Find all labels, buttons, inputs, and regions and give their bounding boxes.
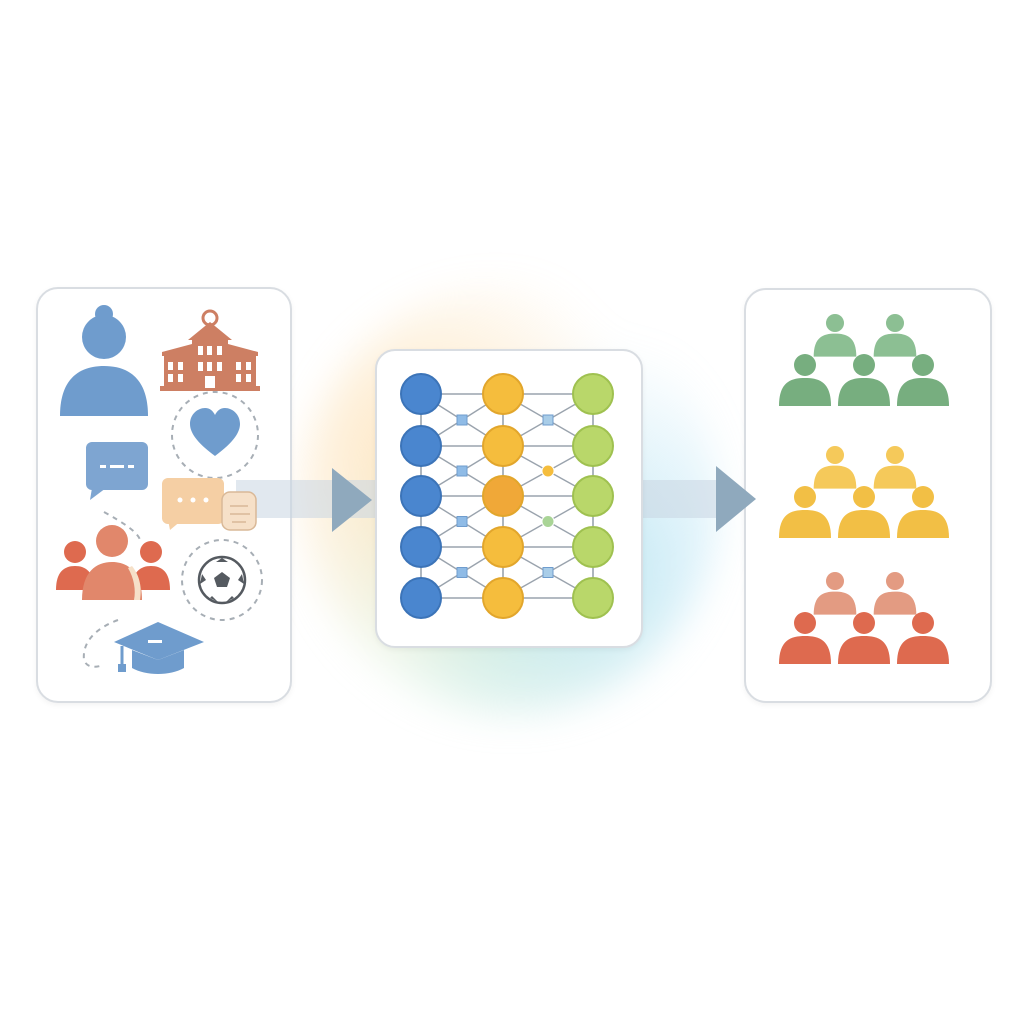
node-layer0-3 [400, 526, 442, 568]
person-front-middle [838, 612, 890, 664]
node-layer2-2 [572, 475, 614, 517]
person-back-left [813, 446, 857, 489]
node-layer0-0 [400, 373, 442, 415]
person-front-middle [838, 486, 890, 538]
node-layer1-3 [482, 526, 524, 568]
graduation-cap-icon [82, 619, 204, 674]
person-front-left [779, 486, 831, 538]
group-icon [56, 511, 170, 600]
network-hidden-nodes [456, 414, 555, 578]
node-layer2-1 [572, 425, 614, 467]
heart-icon [171, 391, 259, 479]
person-front-left [779, 354, 831, 406]
node-layer0-1 [400, 425, 442, 467]
person-back-right [873, 446, 917, 489]
node-layer1-1 [482, 425, 524, 467]
hand-icon [221, 491, 257, 531]
node-layer0-2 [400, 475, 442, 517]
node-layer1-4 [482, 577, 524, 619]
person-back-right [873, 314, 917, 357]
arrow-band-right [640, 480, 720, 518]
person-back-left [813, 314, 857, 357]
soccer-ball-icon [181, 539, 263, 621]
person-front-right [897, 486, 949, 538]
green-group-icon [779, 314, 949, 406]
hidden-node-1-1 [541, 464, 555, 478]
chat-dots-icon [162, 478, 224, 530]
person-front-right [897, 354, 949, 406]
node-layer0-4 [400, 577, 442, 619]
hidden-node-0-2 [456, 516, 468, 527]
person-front-right [897, 612, 949, 664]
arrow-head-left [332, 468, 372, 532]
red-group-icon [779, 572, 949, 664]
yellow-group-icon [779, 446, 949, 538]
hidden-node-0-1 [456, 465, 468, 477]
chat-bubble-icon [86, 442, 148, 500]
building-icon [160, 309, 260, 391]
person-back-right [873, 572, 917, 615]
node-layer2-4 [572, 577, 614, 619]
node-layer1-2 [482, 475, 524, 517]
person-back-left [813, 572, 857, 615]
node-layer2-3 [572, 526, 614, 568]
person-front-middle [838, 354, 890, 406]
hidden-node-1-0 [542, 414, 554, 426]
person-icon [60, 305, 148, 416]
person-front-left [779, 612, 831, 664]
node-layer1-0 [482, 373, 524, 415]
hidden-node-1-2 [541, 515, 555, 528]
hidden-node-1-3 [542, 567, 554, 578]
hidden-node-0-0 [456, 414, 468, 426]
arrow-head-right [716, 466, 756, 532]
hidden-node-0-3 [456, 567, 468, 578]
network-nodes [400, 373, 614, 619]
node-layer2-0 [572, 373, 614, 415]
